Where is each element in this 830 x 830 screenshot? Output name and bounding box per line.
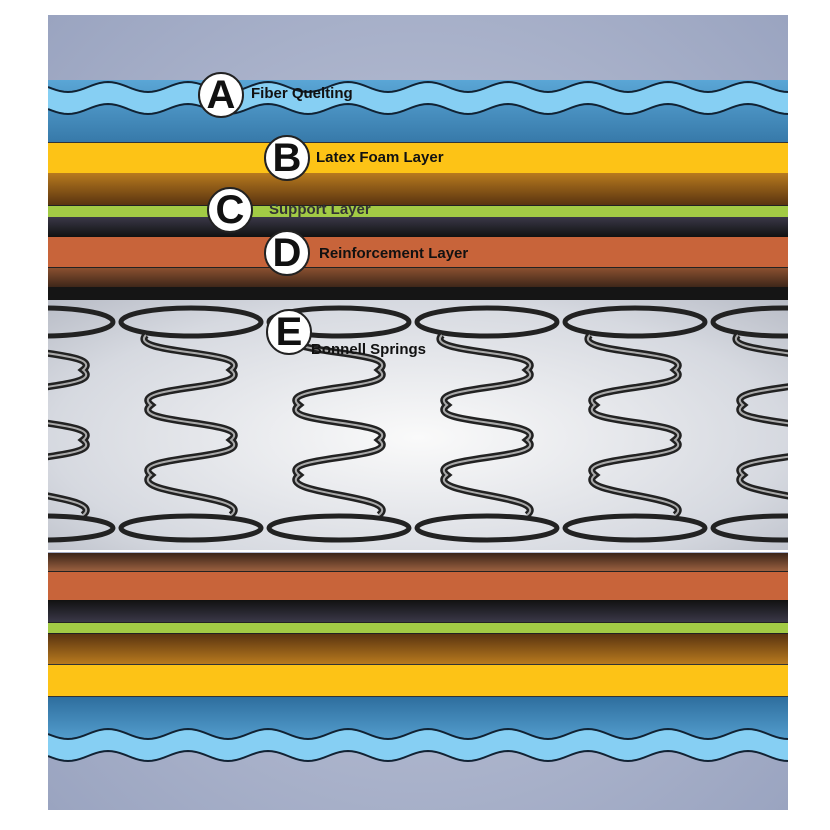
reinforcement-layer-top: [48, 237, 788, 267]
spring-top-ring: [48, 305, 116, 339]
spring-coil-highlight: [142, 334, 236, 516]
spring-top-ring: [414, 305, 560, 339]
mattress-diagram: A Fiber Quelting B Latex Foam Layer C Su…: [48, 15, 788, 810]
quilting-fill: [48, 729, 788, 761]
spring-coil-highlight: [290, 334, 384, 516]
spring-coil: [732, 332, 788, 500]
spring-coil-highlight: [734, 334, 788, 497]
spring-bottom-ring: [266, 513, 412, 543]
brown-layer-bottom: [48, 553, 788, 572]
fiber-quilting-wave-bottom: [48, 727, 788, 763]
label-fiber-quilting: Fiber Quelting: [251, 85, 353, 102]
spring-top-ring: [562, 305, 708, 339]
spring-bottom-ring: [414, 513, 560, 543]
label-reinforcement-layer: Reinforcement Layer: [319, 245, 469, 262]
marker-d: D: [264, 230, 310, 276]
brown-layer-top: [48, 173, 788, 205]
marker-b: B: [264, 135, 310, 181]
support-layer-bottom: [48, 622, 788, 634]
spring-bottom-ring: [118, 513, 264, 543]
brown-layer-top-2: [48, 267, 788, 288]
quilting-wave-line: [48, 727, 788, 741]
quilting-wave-line: [48, 102, 788, 116]
spring-top-ring: [710, 305, 788, 339]
fiber-quilting-wave-top: [48, 80, 788, 116]
latex-layer-bottom: [48, 665, 788, 697]
navy-layer-top: [48, 217, 788, 237]
marker-c: C: [207, 187, 253, 233]
spring-bottom-ring: [710, 513, 788, 543]
label-latex-foam-layer: Latex Foam Layer: [316, 149, 444, 166]
spring-coil-highlight: [586, 334, 680, 516]
brown-layer-bottom-2: [48, 634, 788, 665]
bonnell-springs: [48, 305, 788, 543]
spring-coil-highlight: [48, 352, 88, 516]
navy-layer-bottom: [48, 600, 788, 622]
spring-bottom-ring: [48, 513, 116, 543]
spring-divider-line: [48, 550, 788, 552]
label-support-layer: Support Layer: [269, 201, 371, 218]
spring-coil-highlight: [438, 334, 532, 516]
spring-bottom-ring: [562, 513, 708, 543]
marker-e: E: [266, 309, 312, 355]
marker-a: A: [198, 72, 244, 118]
quilting-wave-line: [48, 749, 788, 763]
spring-top-ring: [118, 305, 264, 339]
reinforcement-layer-bottom: [48, 572, 788, 600]
label-bonnell-springs: Bonnell Springs: [311, 341, 427, 358]
quilting-wave-line: [48, 80, 788, 94]
dark-layer-top: [48, 287, 788, 301]
quilting-fill: [48, 82, 788, 114]
